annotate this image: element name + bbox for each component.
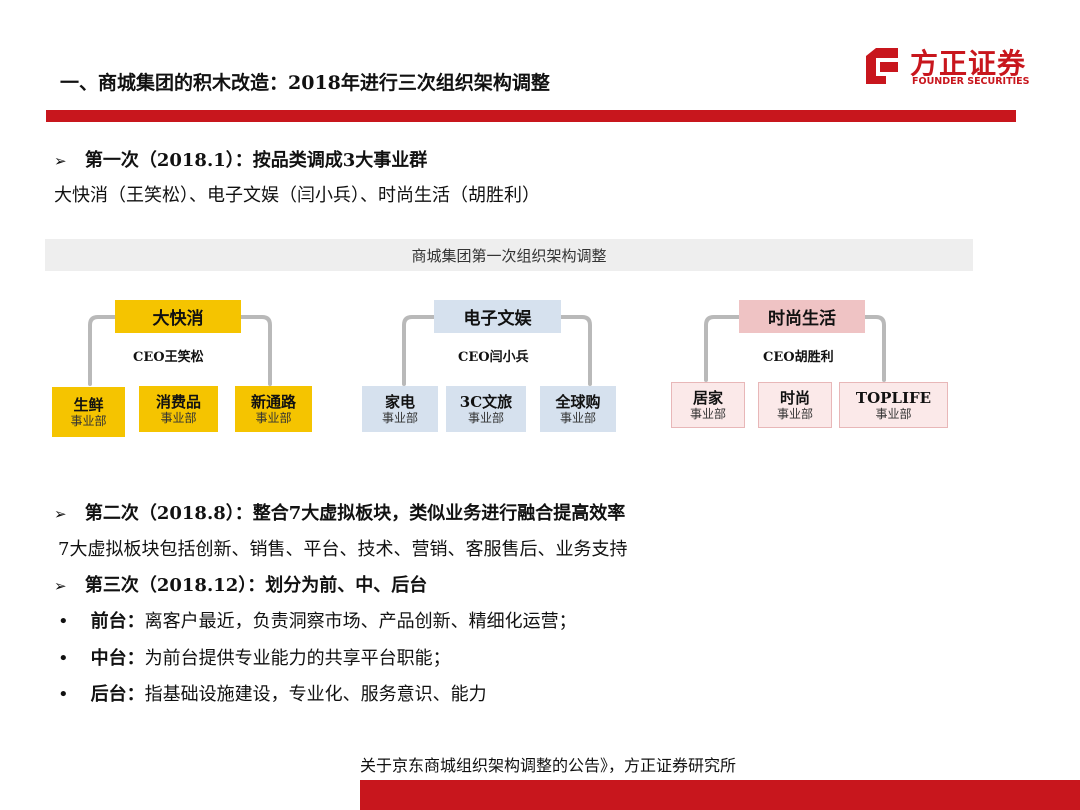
group-ceo: CEO胡胜利	[763, 350, 834, 365]
group-name: 时尚生活	[768, 309, 836, 329]
list-item: •后台：指基础设施建设，专业化、服务意识、能力	[58, 684, 487, 705]
arrow-bullet-icon: ➢	[54, 505, 67, 523]
group-ceo: CEO闫小兵	[458, 350, 529, 365]
section1-description: 大快消（王笑松）、电子文娱（闫小兵）、时尚生活（胡胜利）	[54, 185, 540, 206]
unit-box: 消费品事业部	[139, 386, 218, 432]
section2-heading-row: ➢ 第二次（2018.8）：整合7大虚拟板块，类似业务进行融合提高效率	[54, 499, 625, 525]
section2-heading: 第二次（2018.8）：整合7大虚拟板块，类似业务进行融合提高效率	[84, 503, 626, 524]
org-chart-banner: 商城集团第一次组织架构调整	[45, 239, 973, 271]
group-ceo: CEO王笑松	[133, 350, 204, 365]
unit-box: 生鲜事业部	[52, 387, 125, 437]
list-item: •中台：为前台提供专业能力的共享平台职能；	[58, 648, 451, 669]
section1-heading: 第一次（2018.1）：按品类调成3大事业群	[84, 150, 428, 171]
logo-text-en: FOUNDER SECURITIES	[912, 76, 1030, 87]
section3-heading-row: ➢ 第三次（2018.12）：划分为前、中、后台	[54, 571, 427, 597]
arrow-bullet-icon: ➢	[54, 152, 67, 170]
unit-box: 时尚事业部	[758, 382, 832, 428]
founder-logo-icon	[866, 48, 898, 84]
group-name: 大快消	[152, 309, 204, 329]
unit-box: 3C文旅事业部	[446, 386, 526, 432]
unit-box: 新通路事业部	[235, 386, 312, 432]
section1-heading-row: ➢ 第一次（2018.1）：按品类调成3大事业群	[54, 146, 427, 172]
header-divider	[46, 110, 1016, 122]
unit-box: 全球购事业部	[540, 386, 616, 432]
org-group-dianziwenyu: 电子文娱	[434, 300, 561, 333]
org-group-shishangshenghuo: 时尚生活	[739, 300, 865, 333]
company-logo: 方正证券 FOUNDER SECURITIES	[862, 44, 1042, 92]
arrow-bullet-icon: ➢	[54, 577, 67, 595]
list-item: •前台：离客户最近，负责洞察市场、产品创新、精细化运营；	[58, 611, 577, 632]
unit-box: 家电事业部	[362, 386, 438, 432]
group-name: 电子文娱	[463, 309, 532, 329]
section2-description: 7大虚拟板块包括创新、销售、平台、技术、营销、客服售后、业务支持	[58, 539, 628, 560]
logo-text-cn: 方正证券	[910, 47, 1027, 80]
section3-heading: 第三次（2018.12）：划分为前、中、后台	[84, 575, 428, 596]
footer-red-bar	[360, 780, 1080, 810]
org-group-dakuaixiao: 大快消	[115, 300, 241, 333]
unit-box: 居家事业部	[671, 382, 745, 428]
source-note: 关于京东商城组织架构调整的公告》，方正证券研究所	[360, 756, 737, 775]
page-title: 一、商城集团的积木改造：2018年进行三次组织架构调整	[60, 72, 550, 94]
